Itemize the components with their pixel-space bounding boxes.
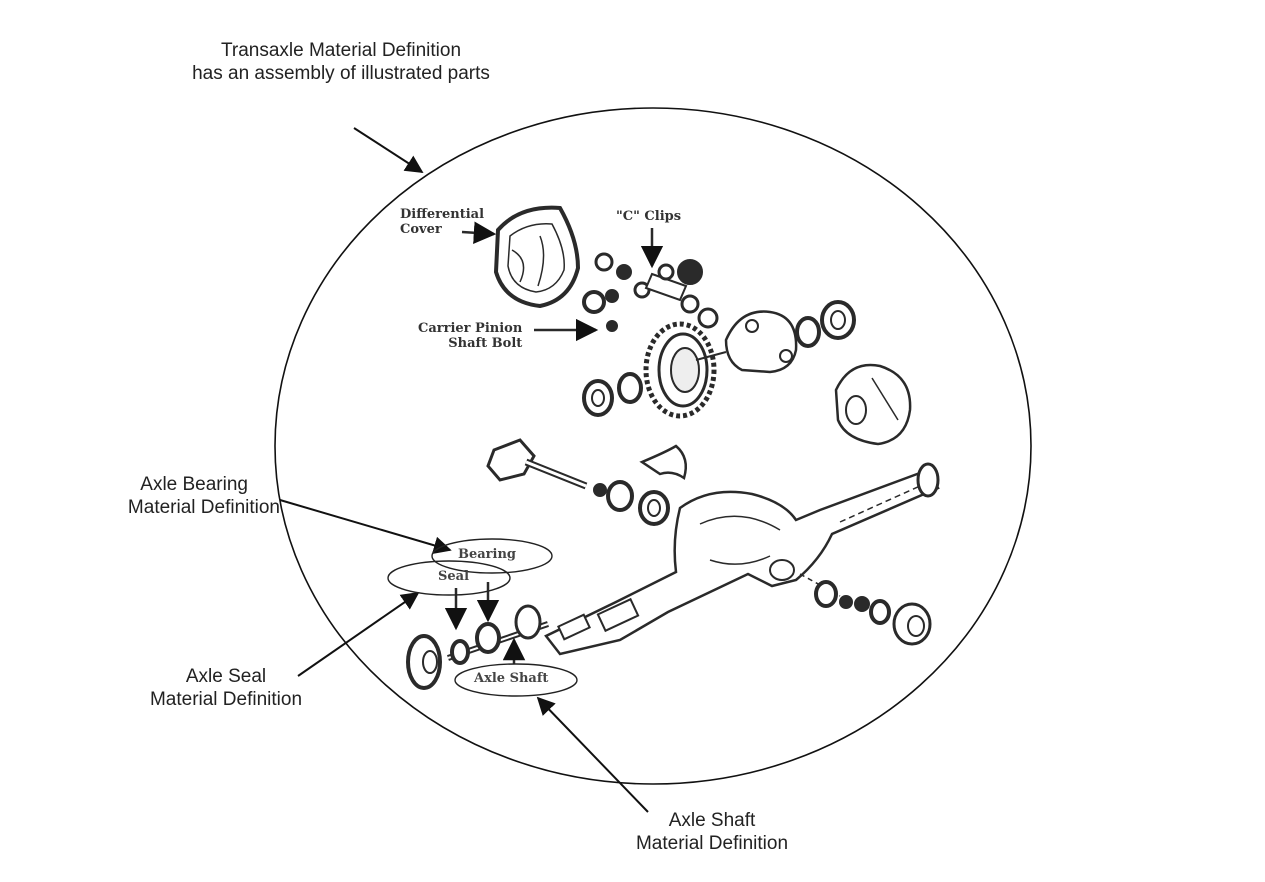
differential-cover-label-line2: Cover bbox=[400, 222, 442, 237]
bearing-oval-label: Bearing bbox=[458, 547, 517, 562]
axle-shaft-caption-line1: Axle Shaft bbox=[668, 810, 756, 831]
carrier-pinion-label-line2: Shaft Bolt bbox=[448, 336, 523, 351]
shaft-leader-arrow bbox=[536, 696, 649, 813]
transaxle-leader-arrow bbox=[353, 127, 424, 173]
differential-cover-label-line1: Differential bbox=[400, 207, 485, 222]
assembly-circle bbox=[274, 107, 1032, 785]
carrier-pinion-label: Carrier Pinion Shaft Bolt bbox=[418, 321, 522, 351]
transaxle-caption-line2: has an assembly of illustrated parts bbox=[192, 63, 490, 84]
seal-oval bbox=[387, 560, 511, 596]
seal-oval-label: Seal bbox=[438, 569, 470, 584]
ring-gear bbox=[643, 321, 717, 419]
axle-housing bbox=[544, 462, 940, 656]
axle-seal-caption: Axle Seal Material Definition bbox=[112, 665, 340, 711]
axle-shaft-oval bbox=[454, 663, 578, 697]
c-clips-label-text: "C" Clips bbox=[616, 209, 682, 224]
differential-case bbox=[834, 363, 912, 446]
axle-shaft bbox=[406, 604, 549, 690]
differential-cover-label: Differential Cover bbox=[400, 207, 484, 237]
axle-seal-caption-line1: Axle Seal bbox=[185, 666, 267, 687]
bearing-leader-arrow bbox=[279, 499, 452, 555]
axle-seal-caption-line2: Material Definition bbox=[149, 689, 303, 710]
differential-cover bbox=[493, 205, 581, 309]
axle-bearing-caption-line2: Material Definition bbox=[127, 497, 280, 518]
c-clips-label: "C" Clips bbox=[616, 209, 681, 224]
axle-shaft-oval-label: Axle Shaft bbox=[474, 671, 549, 686]
seal-leader-arrow bbox=[297, 591, 420, 677]
transaxle-caption-line1: Transaxle Material Definition bbox=[220, 40, 462, 61]
pinion-gear bbox=[486, 438, 588, 490]
transaxle-caption: Transaxle Material Definition has an ass… bbox=[135, 39, 547, 85]
axle-shaft-caption: Axle Shaft Material Definition bbox=[597, 809, 827, 855]
bearing-oval bbox=[431, 538, 553, 574]
axle-bearing-caption-line1: Axle Bearing bbox=[140, 474, 248, 495]
axle-bearing-caption: Axle Bearing Material Definition bbox=[48, 473, 280, 519]
carrier-pinion-label-line1: Carrier Pinion bbox=[418, 321, 523, 336]
axle-assembly-illustration bbox=[406, 205, 940, 690]
axle-shaft-caption-line2: Material Definition bbox=[635, 833, 789, 854]
